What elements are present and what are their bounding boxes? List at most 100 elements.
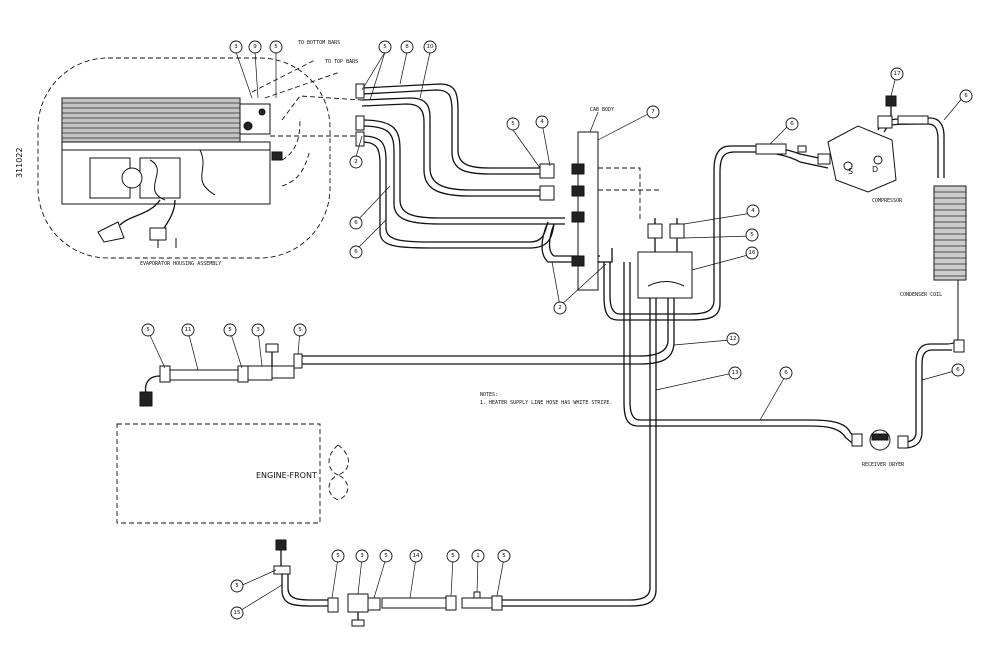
evaporator-housing-assembly: EVAPORATOR HOUSING ASSEMBLY — [37, 57, 331, 267]
svg-text:3: 3 — [256, 327, 260, 333]
heater-hose-11 — [167, 369, 247, 381]
svg-text:12: 12 — [730, 336, 737, 342]
balloon: 1 — [471, 549, 485, 563]
condenser-coil: CONDENSER COIL — [900, 185, 967, 298]
svg-text:15: 15 — [234, 610, 241, 616]
compressor-label: COMPRESSOR — [872, 198, 903, 204]
svg-text:7: 7 — [651, 109, 655, 115]
balloon: 5 — [446, 549, 460, 563]
compressor-d-mark: D — [872, 165, 878, 174]
svg-text:5: 5 — [228, 327, 232, 333]
svg-text:5: 5 — [750, 232, 754, 238]
evaporator-housing-outline — [37, 57, 331, 259]
balloon: 13 — [728, 366, 742, 380]
engine-front-label: ENGINE-FRONT — [256, 471, 317, 480]
balloon: 5 — [141, 323, 155, 337]
svg-text:17: 17 — [894, 71, 901, 77]
svg-text:6: 6 — [354, 249, 358, 255]
svg-text:5: 5 — [384, 553, 388, 559]
balloon: 3 — [355, 549, 369, 563]
blower-motor — [121, 167, 143, 189]
balloon: 15 — [230, 606, 244, 620]
svg-text:8: 8 — [405, 44, 409, 50]
svg-text:4: 4 — [540, 119, 544, 125]
heater-box — [637, 251, 693, 299]
blower-switch — [149, 227, 167, 241]
engine-front: ENGINE-FRONT — [116, 423, 349, 524]
balloon: 6 — [951, 363, 965, 377]
balloon: 5 — [331, 549, 345, 563]
balloon: 10 — [423, 40, 437, 54]
connector-1 — [461, 597, 493, 609]
svg-text:6: 6 — [790, 121, 794, 127]
balloon-callouts: 3 9 5 5 8 10 2 6 6 5 4 7 6 17 6 4 5 16 2… — [141, 40, 973, 620]
cab-body-bulkhead: CAB BODY — [571, 107, 660, 291]
pressure-switch — [885, 95, 897, 107]
expansion-valve — [239, 103, 271, 135]
fitting-cab-1 — [539, 163, 555, 179]
svg-text:5: 5 — [451, 553, 455, 559]
suction-hose-sleeve — [755, 143, 787, 155]
balloon: 9 — [248, 40, 262, 54]
balloon: 5 — [378, 40, 392, 54]
svg-text:5: 5 — [383, 44, 387, 50]
notes-title: NOTES: — [480, 392, 498, 398]
receiver-dryer-label: RECEIVER DRYER — [862, 462, 905, 468]
heater-valve-lower — [347, 593, 369, 613]
heater-hose-14 — [381, 597, 457, 609]
cab-body-label: CAB BODY — [590, 107, 614, 113]
balloon: 16 — [745, 246, 759, 260]
svg-text:13: 13 — [732, 370, 739, 376]
receiver-dryer: RECEIVER DRYER — [862, 429, 905, 468]
balloon: 14 — [409, 549, 423, 563]
svg-text:5: 5 — [511, 121, 515, 127]
discharge-hose-sleeve — [897, 115, 929, 125]
evaporator-housing-body — [61, 141, 271, 205]
upper-heater-line — [139, 343, 303, 407]
svg-text:6: 6 — [784, 370, 788, 376]
balloon: 3 — [251, 323, 265, 337]
balloon: 5 — [269, 40, 283, 54]
balloon: 6 — [349, 245, 363, 259]
compressor-assembly: S D COMPRESSOR — [827, 125, 903, 204]
to-bottom-bars-label: TO BOTTOM BARS — [298, 40, 340, 46]
svg-text:9: 9 — [253, 44, 257, 50]
heater-valve-upper — [247, 365, 273, 381]
lower-inlet-fitting — [273, 565, 291, 575]
svg-text:2: 2 — [354, 159, 358, 165]
compressor-body — [827, 125, 897, 193]
heater-control-box — [637, 218, 693, 299]
heater-fitting-left — [139, 391, 153, 407]
to-top-bars-label: TO TOP BARS — [325, 59, 358, 65]
balloon: 6 — [785, 117, 799, 131]
svg-text:3: 3 — [234, 44, 238, 50]
balloon: 5 — [745, 228, 759, 242]
svg-text:5: 5 — [502, 553, 506, 559]
drawing-number: 311022 — [15, 147, 24, 178]
compressor-s-mark: S — [848, 167, 853, 176]
balloon: 5 — [293, 323, 307, 337]
balloon: 5 — [379, 549, 393, 563]
balloon: 8 — [400, 40, 414, 54]
notes-line-1: 1. HEATER SUPPLY LINE HOSE HAS WHITE STR… — [480, 400, 612, 406]
heater-fitting-1 — [647, 223, 663, 239]
balloon: 2 — [553, 301, 567, 315]
engine-fan — [336, 444, 349, 501]
heater-fitting-2 — [669, 223, 685, 239]
svg-text:2: 2 — [558, 305, 562, 311]
engine-outline — [116, 423, 321, 524]
leader-lines — [147, 51, 965, 613]
hose-bundle — [355, 83, 600, 263]
lower-heater-line — [273, 539, 503, 627]
balloon: 5 — [223, 323, 237, 337]
svg-text:5: 5 — [274, 44, 278, 50]
evaporator-housing-label: EVAPORATOR HOUSING ASSEMBLY — [140, 261, 221, 267]
balloon: 5 — [230, 579, 244, 593]
svg-text:5: 5 — [298, 327, 302, 333]
balloon: 4 — [746, 204, 760, 218]
balloon: 12 — [726, 332, 740, 346]
svg-text:6: 6 — [354, 220, 358, 226]
svg-text:16: 16 — [749, 250, 756, 256]
svg-text:5: 5 — [146, 327, 150, 333]
